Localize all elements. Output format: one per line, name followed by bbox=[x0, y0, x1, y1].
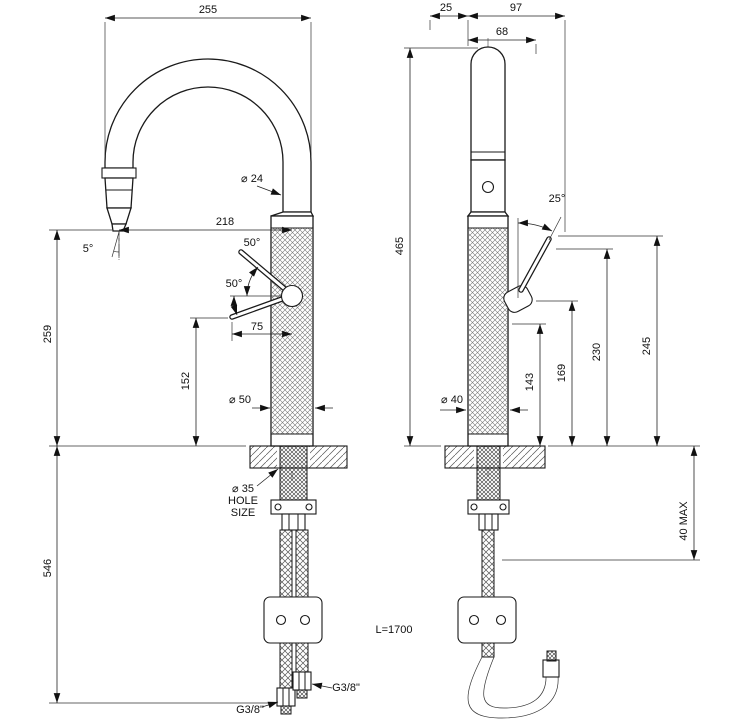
dim-handle-clearance-label: 152 bbox=[180, 372, 192, 390]
front-view-underdeck bbox=[249, 445, 348, 715]
hole-word-label: HOLE bbox=[228, 495, 258, 507]
dimension-lines bbox=[49, 12, 700, 709]
side-spray-button bbox=[481, 180, 495, 194]
dim-spout-clearance-label: 259 bbox=[42, 325, 54, 343]
dim-deck-thickness-max-label: 40 MAX bbox=[678, 501, 690, 541]
dim-overall-width-label: 255 bbox=[199, 4, 217, 16]
dim-handle-top-height-label: 230 bbox=[591, 343, 603, 361]
front-spray-head bbox=[104, 177, 134, 209]
front-spray-collar bbox=[101, 167, 137, 179]
dim-overall-height-label: 465 bbox=[394, 237, 406, 255]
front-fitting-left bbox=[276, 687, 296, 707]
front-spout-tube bbox=[104, 58, 312, 213]
dim-below-deck-length-label: 546 bbox=[42, 559, 54, 577]
side-hose-end-fitting bbox=[542, 659, 560, 678]
side-hose-upper bbox=[481, 529, 495, 598]
dim-top-depth-label: 97 bbox=[510, 2, 522, 14]
front-threaded-shank bbox=[279, 445, 308, 501]
dim-handle-swing-upper-label: 50° bbox=[244, 237, 261, 249]
dim-body-feature-height-label: 143 bbox=[524, 373, 536, 391]
front-view-faucet bbox=[101, 58, 315, 447]
dim-handle-pivot-height-label: 169 bbox=[556, 364, 568, 382]
dim-handle-tilt-label: 25° bbox=[549, 193, 566, 205]
front-handle-ball bbox=[280, 284, 304, 308]
side-view-underdeck bbox=[444, 445, 560, 719]
dim-front-body-diameter-label: ⌀ 50 bbox=[229, 394, 251, 406]
dim-handle-length-label: 75 bbox=[251, 321, 263, 333]
dim-spout-reach-label: 218 bbox=[216, 216, 234, 228]
connection-left-label: G3/8" bbox=[236, 704, 264, 716]
dim-hole-diameter-label: ⌀ 35 bbox=[232, 483, 254, 495]
front-fitting-right bbox=[292, 671, 312, 691]
side-hose-weight bbox=[457, 596, 517, 644]
side-threaded-shank bbox=[476, 445, 501, 501]
side-handle-mount bbox=[503, 285, 533, 313]
dim-handle-swing-lower-label: 50° bbox=[226, 278, 243, 290]
dim-side-body-diameter-label: ⌀ 40 bbox=[441, 394, 463, 406]
dim-spout-diameter-label: ⌀ 24 bbox=[241, 173, 263, 185]
dim-hose-length-label: L=1700 bbox=[375, 624, 412, 636]
dimension-labels: 255 218 5° 50° 50° 75 152 259 546 ⌀ 24 ⌀… bbox=[42, 2, 690, 716]
dim-top-offset-label: 25 bbox=[440, 2, 452, 14]
size-word-label: SIZE bbox=[231, 507, 255, 519]
dim-spout-offset-label: 68 bbox=[496, 26, 508, 38]
dim-handle-tip-height-label: 245 bbox=[641, 337, 653, 355]
side-spray-head bbox=[470, 46, 506, 161]
front-hose-weight bbox=[263, 596, 323, 644]
connection-right-label: G3/8" bbox=[332, 682, 360, 694]
side-hose-loop bbox=[467, 656, 559, 719]
side-view-faucet bbox=[466, 46, 552, 447]
dim-spray-tip-angle-label: 5° bbox=[83, 243, 94, 255]
